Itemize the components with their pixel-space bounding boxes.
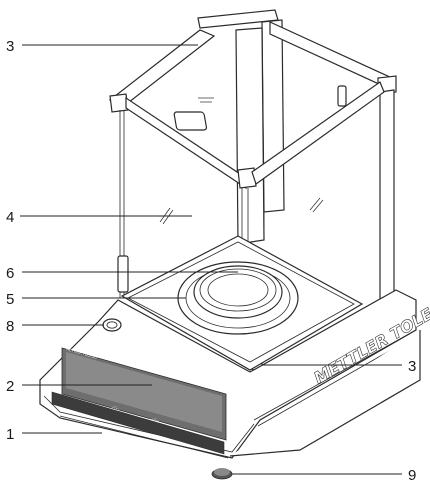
weighing-pan [193, 265, 283, 319]
terminal-display: METTLER TOLEDO →T← →0← [51, 347, 227, 455]
tare-key-label: →T← [110, 404, 121, 412]
callout-numbers: 3 4 6 5 8 2 1 3 9 [6, 38, 416, 484]
callout-4: 4 [6, 209, 14, 226]
callout-1: 1 [6, 426, 14, 443]
callout-leaders [20, 44, 402, 475]
callout-3-right: 3 [408, 358, 416, 375]
draft-shield [108, 9, 397, 371]
zero-key-label: →0← [150, 416, 161, 424]
callout-8: 8 [6, 318, 14, 335]
callout-6: 6 [6, 265, 14, 282]
callout-5: 5 [6, 291, 14, 308]
foot [211, 468, 233, 480]
callout-9: 9 [408, 467, 416, 484]
callout-2: 2 [6, 378, 14, 395]
level-indicator [102, 318, 122, 332]
callout-3-top: 3 [6, 38, 14, 55]
